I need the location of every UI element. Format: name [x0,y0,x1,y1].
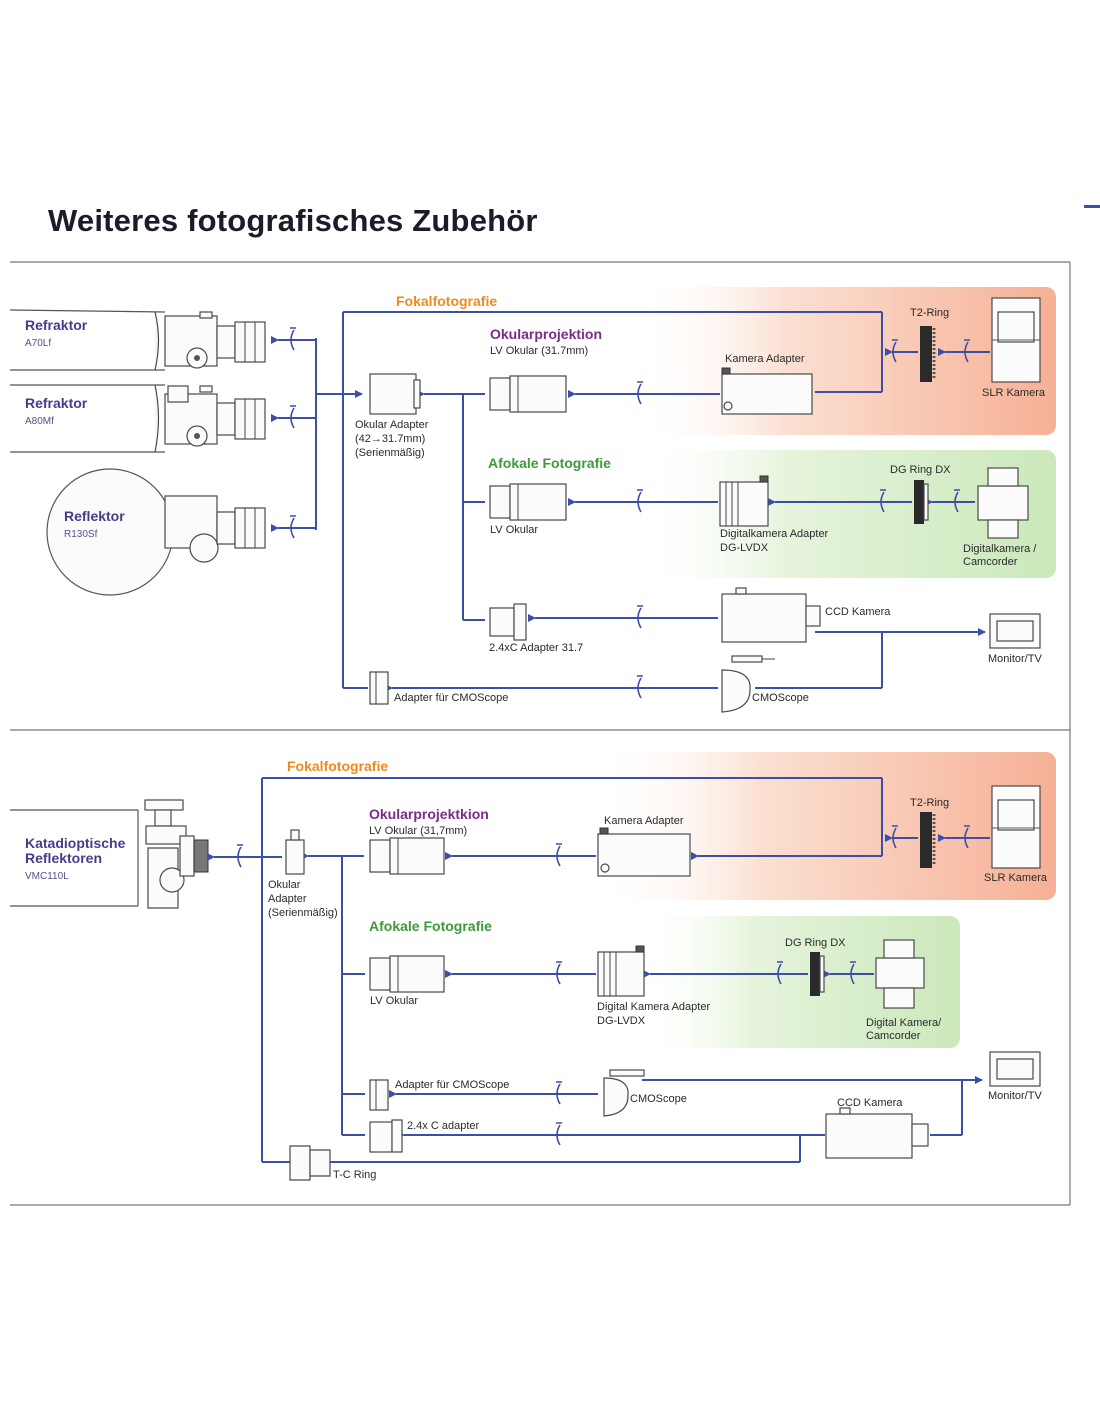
cmos-adapter-part [369,671,389,705]
slr-label: SLR Kamera [982,387,1046,399]
digicam-bottom-2: Camcorder [866,1030,921,1042]
afokal-heading: Afokale Fotografie [488,455,611,471]
diagram-frame [10,261,1071,1206]
ccd-kamera-part [721,587,821,643]
ccd-label: CCD Kamera [825,606,891,618]
digicam-bottom-1: Digital Kamera/ [866,1017,942,1029]
cmoscope-label: CMOScope [752,692,809,704]
dg-ring-label: DG Ring DX [890,464,951,476]
okular-adapter-bottom-2: Adapter [268,893,307,905]
digi-adapter-label-2: DG-LVDX [720,542,769,554]
vmc-name-1: Katadioptische [25,835,126,851]
tc-ring-part [289,1145,331,1181]
cmos-adapter-bottom-part [369,1079,389,1111]
refraktor-a70lf [9,309,266,371]
okular-adapter-bottom-3: (Serienmäßig) [268,907,338,919]
ccd-kamera-bottom-part [825,1107,929,1159]
corner-mark [1084,205,1100,208]
digicam-label-2: Camcorder [963,556,1018,568]
cmoscope-bottom-part [603,1069,645,1117]
okularprojektion-heading: Okularprojektion [490,326,602,342]
digicam-label-1: Digitalkamera / [963,543,1037,555]
monitor-bottom-part [989,1051,1041,1087]
refraktor-a80mf [10,384,266,453]
digi-adapter-label-1: Digitalkamera Adapter [720,528,829,540]
okularprojektion-heading-bottom: Okularprojektkion [369,806,489,822]
fokal-heading-bottom: Fokalfotografie [287,758,388,774]
monitor-part [989,613,1041,649]
scope-name-2: Refraktor [25,395,88,411]
okular-adapter-part [369,373,421,415]
ccd-label-bottom: CCD Kamera [837,1097,903,1109]
cmoscope-label-bottom: CMOScope [630,1093,687,1105]
adapter-24-label-bottom: 2.4x C adapter [407,1120,479,1132]
t2-ring-part [920,326,936,382]
kamera-adapter-label: Kamera Adapter [725,353,805,365]
afokal-heading-bottom: Afokale Fotografie [369,918,492,934]
dg-ring-label-bottom: DG Ring DX [785,937,846,949]
bottom-connection-lines [207,777,990,1166]
kamera-adapter-bottom-part [597,827,691,877]
kamera-adapter-label-bottom: Kamera Adapter [604,815,684,827]
monitor-label: Monitor/TV [988,653,1042,665]
cmoscope-part [721,655,775,713]
vmc-name-2: Reflektoren [25,850,102,866]
slr-label-bottom: SLR Kamera [984,872,1048,884]
cmos-adapter-label: Adapter für CMOScope [394,692,508,704]
okular-adapter-bottom-part [285,829,305,875]
adapter-2-4x-part [489,603,527,641]
rotation-icons [290,327,970,699]
lv-okular-afokal-bottom-part [369,955,445,993]
lv-okular-bottom-part [369,837,445,875]
scope-model-1: A70Lf [25,338,51,349]
rotation-icons-bottom [237,825,970,1146]
katadioptrik-vmc110l [10,799,209,909]
lv-okular-afokal-part [489,483,567,521]
cmos-adapter-label-bottom: Adapter für CMOScope [395,1079,509,1091]
page-title: Weiteres fotografisches Zubehör [48,203,538,238]
slr-camera-bottom-part [991,785,1041,869]
digitalkamera-part [977,467,1029,539]
okularprojektion-sub: LV Okular (31.7mm) [490,345,588,357]
okular-adapter-label-3: (Serienmäßig) [355,447,425,459]
digi-adapter-bottom-1: Digital Kamera Adapter [597,1001,710,1013]
digitalkamera-adapter-part [719,475,769,527]
vmc-model: VMC110L [25,871,69,882]
t2-ring-label-bottom: T2-Ring [910,797,949,809]
okular-adapter-label-1: Okular Adapter [355,419,429,431]
adapter-24-label: 2.4xC Adapter 31.7 [489,642,583,654]
tc-ring-label: T-C Ring [333,1169,376,1181]
dg-ring-part [914,480,929,524]
lv-okular-label-bottom: LV Okular [370,995,418,1007]
fokal-background-bottom [600,752,1056,900]
t2-ring-bottom-part [920,812,936,868]
scope-model-2: A80Mf [25,416,54,427]
fokal-heading: Fokalfotografie [396,293,497,309]
okularprojektion-sub-bottom: LV Okular (31,7mm) [369,825,467,837]
okular-adapter-label-2: (42→31.7mm) [355,433,425,445]
reflektor-r130sf [46,468,266,596]
top-connection-lines [271,311,990,692]
digi-adapter-bottom-2: DG-LVDX [597,1015,646,1027]
okular-adapter-bottom-1: Okular [268,879,301,891]
adapter-24-bottom-part [369,1119,403,1153]
monitor-label-bottom: Monitor/TV [988,1090,1042,1102]
kamera-adapter-part [721,367,813,415]
lv-okular-label: LV Okular [490,524,538,536]
scope-name-3: Reflektor [64,508,125,524]
dg-ring-bottom-part [810,952,825,996]
digital-kamera-adapter-bottom-part [597,945,645,997]
scope-model-3: R130Sf [64,529,98,540]
lv-okular-part [489,375,567,413]
t2-ring-label: T2-Ring [910,307,949,319]
afokal-background-bottom [640,916,960,1048]
digital-kamera-bottom-part [875,939,925,1009]
scope-name-1: Refraktor [25,317,88,333]
slr-camera-part [991,297,1041,383]
